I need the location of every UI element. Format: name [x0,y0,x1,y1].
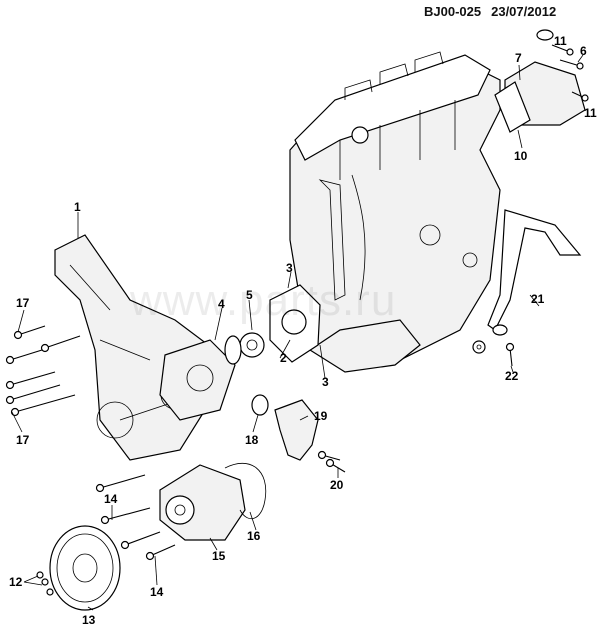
watermark: www.parts.ru [130,276,397,325]
callout-4: 4 [218,297,225,311]
diagram-date: 23/07/2012 [491,4,557,19]
callout-14-lower: 14 [150,585,164,599]
callout-16: 16 [247,529,261,543]
callout-11-bottom: 11 [584,106,597,120]
callout-7: 7 [515,51,522,65]
bolt-22 [505,342,515,367]
thermostat-housing [494,29,586,133]
bolts-14 [95,474,176,561]
pipe-seal [472,340,486,354]
callout-6: 6 [580,44,587,58]
water-inlet [251,394,319,461]
callout-17-top: 17 [16,296,30,310]
callout-14-upper: 14 [104,492,118,506]
callout-21: 21 [531,292,545,306]
callout-15: 15 [212,549,226,563]
oil-pump-housing [159,339,236,421]
callout-18: 18 [245,433,259,447]
gasket-ring [224,335,242,365]
coolant-pipe [487,209,582,336]
callout-17-bottom: 17 [16,433,30,447]
diagram-header: BJ00-025 23/07/2012 [424,4,566,19]
callout-1: 1 [74,200,81,214]
callout-13: 13 [82,613,96,627]
housing-bolts-11 [551,44,589,102]
callout-2: 2 [280,351,287,365]
pulley [49,525,121,611]
callout-3-top: 3 [286,261,293,275]
diagram-code: BJ00-025 [424,4,482,19]
callout-11-top: 11 [554,34,567,48]
cover-plate [269,284,321,363]
drive-gear [239,332,265,358]
callout-20: 20 [330,478,344,492]
callout-5: 5 [246,288,253,302]
callout-22: 22 [505,369,519,383]
leader-lines [11,54,584,611]
callout-12: 12 [9,575,23,589]
bolts-20 [317,450,346,473]
callout-10: 10 [514,149,528,163]
bolts-17 [5,325,81,417]
callout-3-bottom: 3 [322,375,329,389]
engine-block [289,51,501,373]
bolts-12 [36,571,54,596]
water-pump [159,464,246,541]
callout-19: 19 [314,409,328,423]
